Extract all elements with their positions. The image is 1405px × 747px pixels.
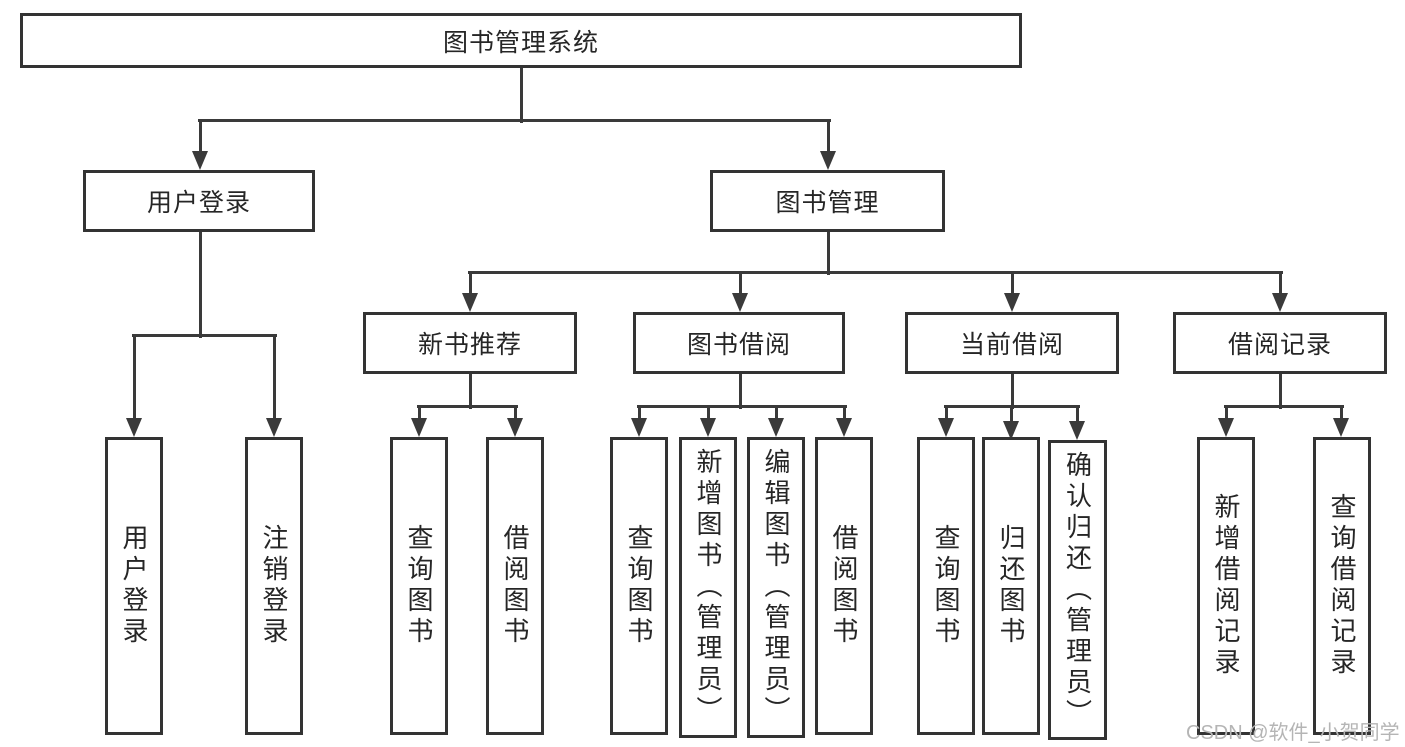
node-label-leaf-logout: 注销登录 — [259, 524, 289, 648]
connector-stem-2 — [827, 232, 830, 275]
arrowhead-down-icon — [631, 418, 647, 437]
connector-arrow-line-7 — [1279, 272, 1282, 295]
node-leaf-logout: 注销登录 — [245, 437, 303, 735]
connector-branch-3 — [417, 405, 518, 408]
connector-branch-2 — [468, 271, 1283, 274]
connector-arrow-line-0 — [199, 120, 202, 153]
connector-arrow-line-3 — [273, 335, 276, 420]
arrowhead-down-icon — [836, 418, 852, 437]
connector-arrow-line-17 — [1225, 406, 1228, 420]
arrowhead-down-icon — [1272, 293, 1288, 312]
connector-arrow-line-5 — [739, 272, 742, 295]
node-root: 图书管理系统 — [20, 13, 1022, 68]
node-leaf-query-books-3: 查询图书 — [917, 437, 975, 735]
node-label-leaf-edit-books: 编辑图书（管理员） — [761, 448, 791, 727]
node-leaf-edit-books: 编辑图书（管理员） — [747, 437, 805, 738]
node-label-book-borrowing: 图书借阅 — [686, 331, 791, 359]
arrowhead-down-icon — [1333, 418, 1349, 437]
node-book-management: 图书管理 — [710, 170, 945, 232]
connector-branch-4 — [637, 405, 847, 408]
arrowhead-down-icon — [1004, 293, 1020, 312]
node-current-borrowing: 当前借阅 — [905, 312, 1119, 374]
node-label-leaf-query-books-2: 查询图书 — [624, 524, 654, 648]
connector-arrow-line-9 — [514, 406, 517, 420]
node-leaf-query-books-2: 查询图书 — [610, 437, 668, 735]
arrowhead-down-icon — [1218, 418, 1234, 437]
node-leaf-query-borrow-rec: 查询借阅记录 — [1313, 437, 1371, 735]
arrowhead-down-icon — [1069, 421, 1085, 440]
arrowhead-down-icon — [192, 151, 208, 170]
arrowhead-down-icon — [266, 418, 282, 437]
connector-stem-5 — [1011, 374, 1014, 409]
arrowhead-down-icon — [507, 418, 523, 437]
node-user-login: 用户登录 — [83, 170, 315, 232]
node-book-borrowing: 图书借阅 — [633, 312, 845, 374]
node-leaf-user-login: 用户登录 — [105, 437, 163, 735]
connector-arrow-line-10 — [638, 406, 641, 420]
node-label-leaf-user-login: 用户登录 — [119, 524, 149, 648]
arrowhead-down-icon — [1003, 421, 1019, 440]
node-leaf-add-books: 新增图书（管理员） — [679, 437, 737, 738]
node-label-leaf-query-borrow-rec: 查询借阅记录 — [1327, 493, 1357, 679]
node-leaf-return-books: 归还图书 — [982, 437, 1040, 735]
arrowhead-down-icon — [820, 151, 836, 170]
node-label-leaf-borrow-books-2: 借阅图书 — [829, 524, 859, 648]
connector-arrow-line-8 — [418, 406, 421, 420]
connector-stem-1 — [199, 232, 202, 338]
node-label-leaf-confirm-return: 确认归还（管理员） — [1062, 450, 1093, 730]
node-label-borrowing-records: 借阅记录 — [1227, 331, 1332, 359]
node-leaf-borrow-books-2: 借阅图书 — [815, 437, 873, 735]
connector-arrow-line-1 — [827, 120, 830, 153]
arrowhead-down-icon — [462, 293, 478, 312]
node-label-leaf-query-books-3: 查询图书 — [931, 524, 961, 648]
connector-stem-6 — [1279, 374, 1282, 409]
connector-stem-3 — [469, 374, 472, 409]
connector-arrow-line-4 — [469, 272, 472, 295]
arrowhead-down-icon — [768, 418, 784, 437]
arrowhead-down-icon — [732, 293, 748, 312]
node-label-user-login: 用户登录 — [146, 189, 251, 217]
arrowhead-down-icon — [126, 418, 142, 437]
connector-arrow-line-11 — [707, 406, 710, 420]
arrowhead-down-icon — [411, 418, 427, 437]
node-label-book-management: 图书管理 — [775, 189, 880, 217]
node-leaf-borrow-books-1: 借阅图书 — [486, 437, 544, 735]
arrowhead-down-icon — [938, 418, 954, 437]
connector-arrow-line-16 — [1076, 406, 1079, 423]
connector-arrow-line-6 — [1011, 272, 1014, 295]
node-label-leaf-add-books: 新增图书（管理员） — [693, 448, 723, 727]
connector-arrow-line-18 — [1340, 406, 1343, 420]
connector-stem-4 — [739, 374, 742, 409]
node-borrowing-records: 借阅记录 — [1173, 312, 1387, 374]
node-leaf-confirm-return: 确认归还（管理员） — [1048, 440, 1107, 740]
node-label-leaf-add-borrow-rec: 新增借阅记录 — [1211, 493, 1241, 679]
connector-branch-1 — [132, 334, 277, 337]
node-leaf-query-books-1: 查询图书 — [390, 437, 448, 735]
connector-arrow-line-15 — [1010, 406, 1013, 423]
node-label-leaf-return-books: 归还图书 — [996, 524, 1026, 648]
node-leaf-add-borrow-rec: 新增借阅记录 — [1197, 437, 1255, 735]
node-label-root: 图书管理系统 — [442, 28, 599, 57]
connector-branch-6 — [1224, 405, 1344, 408]
connector-arrow-line-2 — [133, 335, 136, 420]
connector-arrow-line-14 — [945, 406, 948, 420]
node-label-new-book-recommend: 新书推荐 — [417, 331, 522, 359]
arrowhead-down-icon — [700, 418, 716, 437]
csdn-watermark: CSDN @软件_小贺同学 — [1186, 722, 1400, 744]
connector-branch-0 — [198, 119, 831, 122]
node-label-leaf-borrow-books-1: 借阅图书 — [500, 524, 530, 648]
node-label-leaf-query-books-1: 查询图书 — [404, 524, 434, 648]
node-label-current-borrowing: 当前借阅 — [959, 331, 1064, 359]
connector-arrow-line-12 — [775, 406, 778, 420]
connector-stem-0 — [520, 68, 523, 123]
node-new-book-recommend: 新书推荐 — [363, 312, 577, 374]
connector-arrow-line-13 — [843, 406, 846, 420]
